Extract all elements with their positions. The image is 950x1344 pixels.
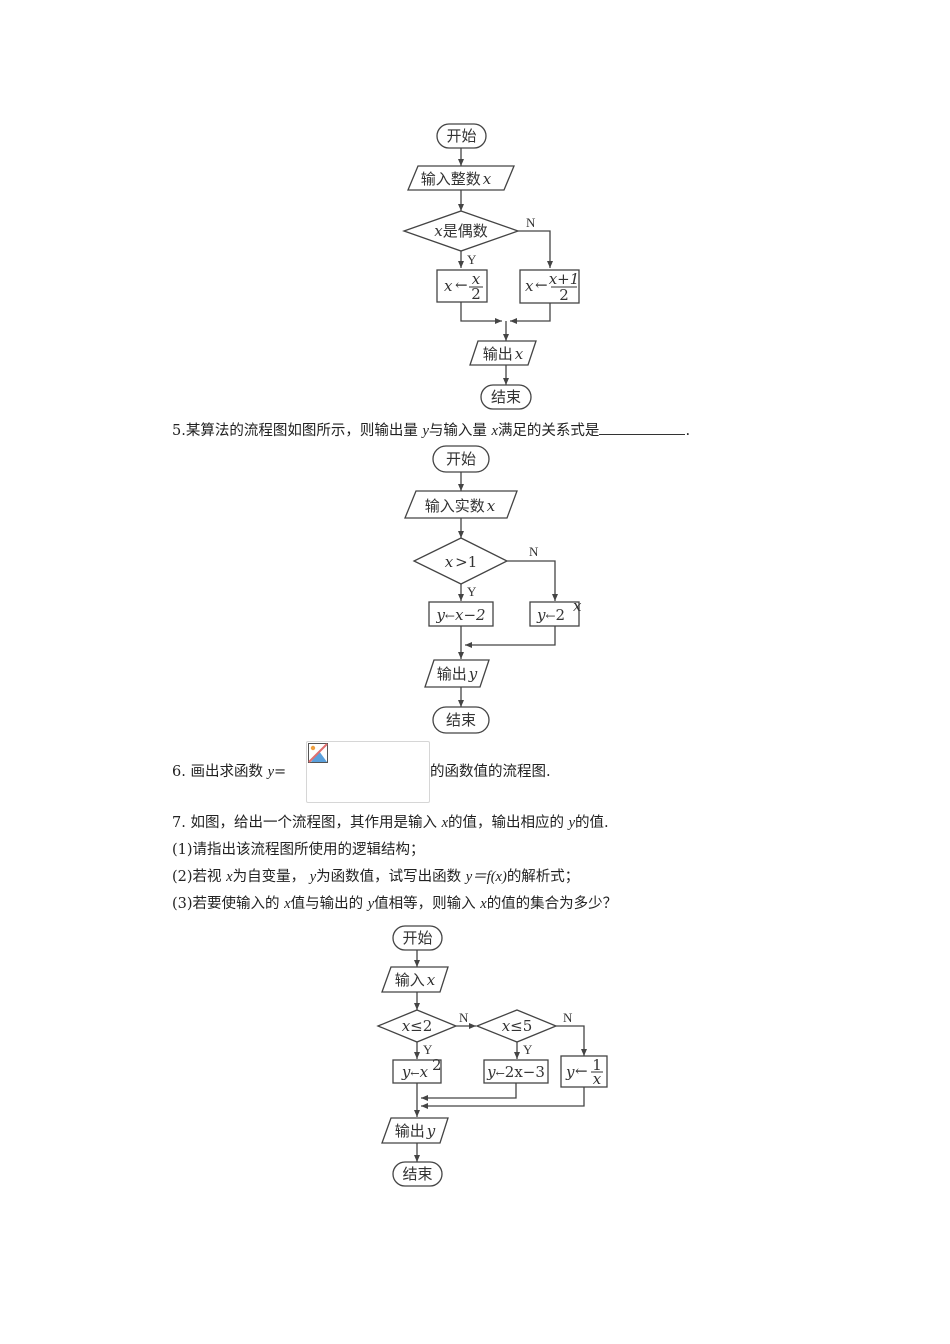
end-label: 结束 [402,1165,432,1183]
yes-label: Y [467,252,477,267]
svg-text:y←x−2: y←x−2 [435,606,485,624]
no-label: N [526,215,536,230]
broken-image-icon [308,743,328,763]
output-label: 输出 [395,1122,425,1140]
svg-text:x: x [593,1070,602,1088]
question-7-intro: 7. 如图，给出一个流程图，其作用是输入 x的值，输出相应的 y的值. [172,815,609,831]
yes-label-1: Y [423,1042,433,1057]
output-label: 输出 [483,345,513,363]
svg-text:2: 2 [432,1056,442,1074]
input-label: 输入整数 [421,170,481,188]
svg-text:y←2x−3: y←2x−3 [486,1063,545,1081]
end-terminal [432,706,490,734]
end-terminal [480,384,532,410]
input-parallelogram [404,490,518,519]
svg-text:x: x [525,277,534,295]
svg-text:x+1: x+1 [549,270,580,288]
question-6: 6. 画出求函数 y= [172,764,287,780]
end-label: 结束 [446,711,476,729]
end-label: 结束 [491,388,521,406]
svg-text:←: ← [575,1062,588,1080]
svg-text:x是偶数: x是偶数 [434,222,487,240]
input-parallelogram [381,966,449,993]
svg-text:←: ← [455,276,468,294]
svg-text:x: x [472,270,481,288]
formula-image-placeholder [306,741,430,803]
question-7-part-2: (2)若视 x为自变量， y为函数值，试写出函数 y＝f(x)的解析式； [172,869,580,885]
question-7-part-3: (3)若要使输入的 x值与输出的 y值相等，则输入 x的值的集合为多少？ [172,896,618,912]
output-label: 输出 [437,665,467,683]
input-label: 输入 [395,971,425,989]
svg-text:x≤5: x≤5 [502,1017,533,1035]
no-label-1: N [459,1010,469,1025]
svg-text:输出x: 输出x [483,345,524,363]
svg-text:←: ← [535,276,548,294]
svg-text:y←x: y←x [401,1063,429,1081]
svg-text:2: 2 [471,285,481,303]
output-parallelogram [469,340,537,366]
input-label: 输入实数 [425,497,485,515]
decision-2-label: ≤5 [510,1017,532,1035]
svg-text:1: 1 [592,1056,602,1074]
answer-blank[interactable] [599,420,686,435]
question-5: 5.某算法的流程图如图所示，则输出量 y与输入量 x满足的关系式是. [172,420,690,441]
question-7-part-1: (1)请指出该流程图所使用的逻辑结构； [172,842,425,858]
decision-label: 是偶数 [443,222,488,240]
question-6-tail: 的函数值的流程图. [430,764,551,780]
start-label: 开始 [446,450,476,468]
decision-1-label: ≤2 [410,1017,432,1035]
svg-text:x≤2: x≤2 [402,1017,433,1035]
no-label: N [529,544,539,559]
svg-text:输入x: 输入x [395,971,436,989]
svg-text:y: y [565,1063,575,1081]
no-label-2: N [563,1010,573,1025]
output-parallelogram [381,1117,449,1144]
svg-text:输出y: 输出y [437,665,478,683]
yes-label-2: Y [523,1042,533,1057]
svg-text:2: 2 [559,286,569,304]
svg-text:x>1: x>1 [445,553,478,571]
start-label: 开始 [402,929,432,947]
input-parallelogram [407,165,515,191]
yes-label: Y [467,584,477,599]
start-label: 开始 [446,127,476,145]
end-terminal [392,1161,443,1187]
process-box-yes [436,269,488,303]
svg-text:y←2: y←2 [536,606,565,624]
output-parallelogram [424,659,490,688]
svg-text:输出y: 输出y [395,1122,436,1140]
process-box-no [529,601,580,627]
decision-label: >1 [455,553,477,571]
svg-text:x: x [573,597,582,615]
svg-text:x: x [444,277,453,295]
